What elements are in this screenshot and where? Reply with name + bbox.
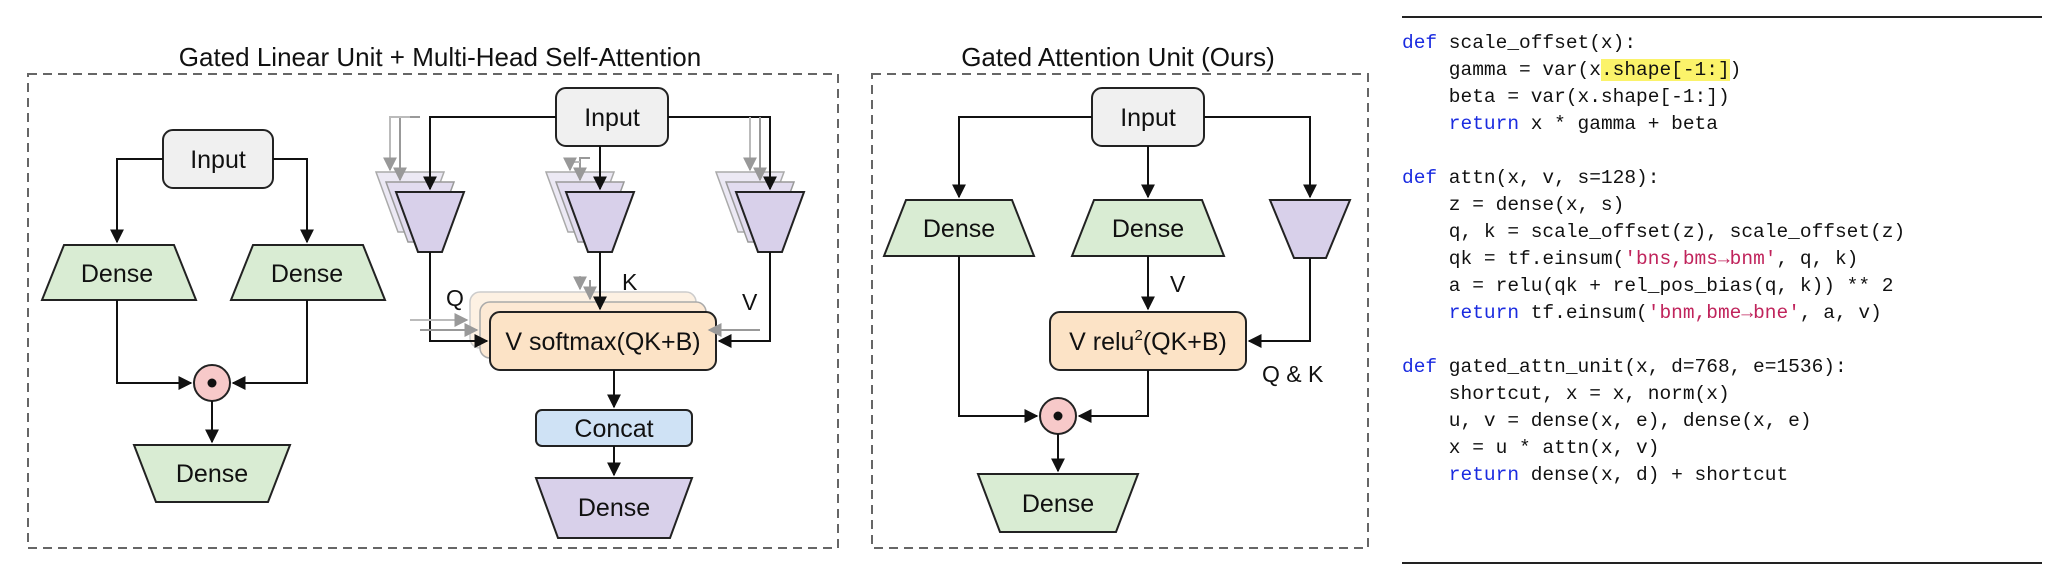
glu-dense-left: Dense [40, 244, 198, 301]
mhsa-dense-out: Dense [534, 477, 694, 539]
code-attn: def attn(x, v, s=128): z = dense(x, s) q… [1402, 165, 2042, 327]
gau-attention-node: V relu2(QK+B) [1049, 311, 1247, 371]
code-line: , a, v) [1799, 302, 1882, 324]
gau-dense-mid-label: Dense [1112, 215, 1184, 243]
panel-frame-gau [871, 73, 1369, 549]
gau-input-label: Input [1120, 104, 1176, 132]
mhsa-attention-stack: V softmax(QK+B) [469, 291, 717, 371]
glu-dense-out: Dense [132, 444, 292, 503]
glu-input-node: Input [162, 129, 274, 189]
glu-input-label: Input [190, 146, 246, 174]
gau-v-label: V [1170, 271, 1186, 297]
mhsa-v-projection-stack [714, 171, 806, 253]
mhsa-attention-label: V softmax(QK+B) [505, 328, 700, 356]
code-gated-attn-unit: def gated_attn_unit(x, d=768, e=1536): s… [1402, 354, 2042, 489]
panel-title-glu-mhsa: Gated Linear Unit + Multi-Head Self-Atte… [179, 42, 701, 72]
mhsa-v-label: V [742, 289, 758, 315]
mhsa-concat-label: Concat [574, 415, 653, 443]
gau-gate-multiply [1039, 397, 1077, 435]
mhsa-input-label: Input [584, 104, 640, 132]
code-line: ) [1729, 59, 1742, 81]
pseudocode-listing: def scale_offset(x): gamma = var(x.shape… [1402, 16, 2042, 564]
code-line: beta = var(x.shape[-1:]) [1402, 86, 1730, 108]
glu-gate-multiply [193, 364, 231, 402]
highlighted-code: .shape[-1:] [1600, 59, 1730, 81]
keyword-return: return [1402, 464, 1520, 486]
gau-dense-left: Dense [882, 199, 1036, 257]
gau-dense-out: Dense [976, 473, 1140, 533]
code-line: qk = tf.einsum( [1402, 248, 1625, 270]
code-line: , q, k) [1776, 248, 1859, 270]
code-line: shortcut, x = x, norm(x) [1402, 383, 1730, 405]
code-line: x = u * attn(x, v) [1402, 437, 1660, 459]
code-scale-offset: def scale_offset(x): gamma = var(x.shape… [1402, 30, 2042, 138]
code-line: attn(x, v, s=128): [1437, 167, 1660, 189]
mhsa-concat-node: Concat [535, 409, 693, 447]
mhsa-input-node: Input [555, 87, 669, 147]
keyword-def: def [1402, 356, 1438, 378]
glu-dense-out-label: Dense [176, 460, 248, 488]
code-line: z = dense(x, s) [1402, 194, 1625, 216]
code-line: gamma = var(x [1402, 59, 1601, 81]
gau-qk-label: Q & K [1262, 361, 1324, 387]
mhsa-k-projection-stack [544, 171, 636, 253]
code-line: u, v = dense(x, e), dense(x, e) [1402, 410, 1812, 432]
gau-qk-projection [1268, 199, 1352, 259]
code-line: scale_offset(x): [1437, 32, 1637, 54]
code-line: tf.einsum( [1519, 302, 1648, 324]
mhsa-k-label: K [622, 269, 638, 295]
panel-title-gau: Gated Attention Unit (Ours) [961, 42, 1275, 72]
code-line: dense(x, d) + shortcut [1519, 464, 1789, 486]
gau-dense-out-label: Dense [1022, 490, 1094, 518]
code-line: a = relu(qk + rel_pos_bias(q, k)) ** 2 [1402, 275, 1894, 297]
mhsa-q-projection-stack [374, 171, 466, 253]
keyword-return: return [1402, 113, 1520, 135]
panel-frame-glu-mhsa [27, 73, 839, 549]
code-string: 'bnm,bme→bne' [1647, 302, 1800, 324]
code-string: 'bns,bms→bnm' [1624, 248, 1777, 270]
code-line: x * gamma + beta [1519, 113, 1718, 135]
gau-dense-left-label: Dense [923, 215, 995, 243]
keyword-def: def [1402, 32, 1438, 54]
code-line: q, k = scale_offset(z), scale_offset(z) [1402, 221, 1906, 243]
architecture-diagram: Gated Linear Unit + Multi-Head Self-Atte… [27, 42, 1369, 549]
mhsa-q-label: Q [446, 285, 464, 311]
glu-dense-right-label: Dense [271, 260, 343, 288]
gau-input-node: Input [1091, 87, 1205, 147]
mhsa-dense-out-label: Dense [578, 494, 650, 522]
keyword-def: def [1402, 167, 1438, 189]
gau-attention-label: V relu2(QK+B) [1069, 327, 1227, 356]
code-line: gated_attn_unit(x, d=768, e=1536): [1437, 356, 1847, 378]
gau-dense-mid: Dense [1070, 199, 1226, 257]
glu-dense-right: Dense [229, 244, 387, 301]
keyword-return: return [1402, 302, 1520, 324]
glu-dense-left-label: Dense [81, 260, 153, 288]
